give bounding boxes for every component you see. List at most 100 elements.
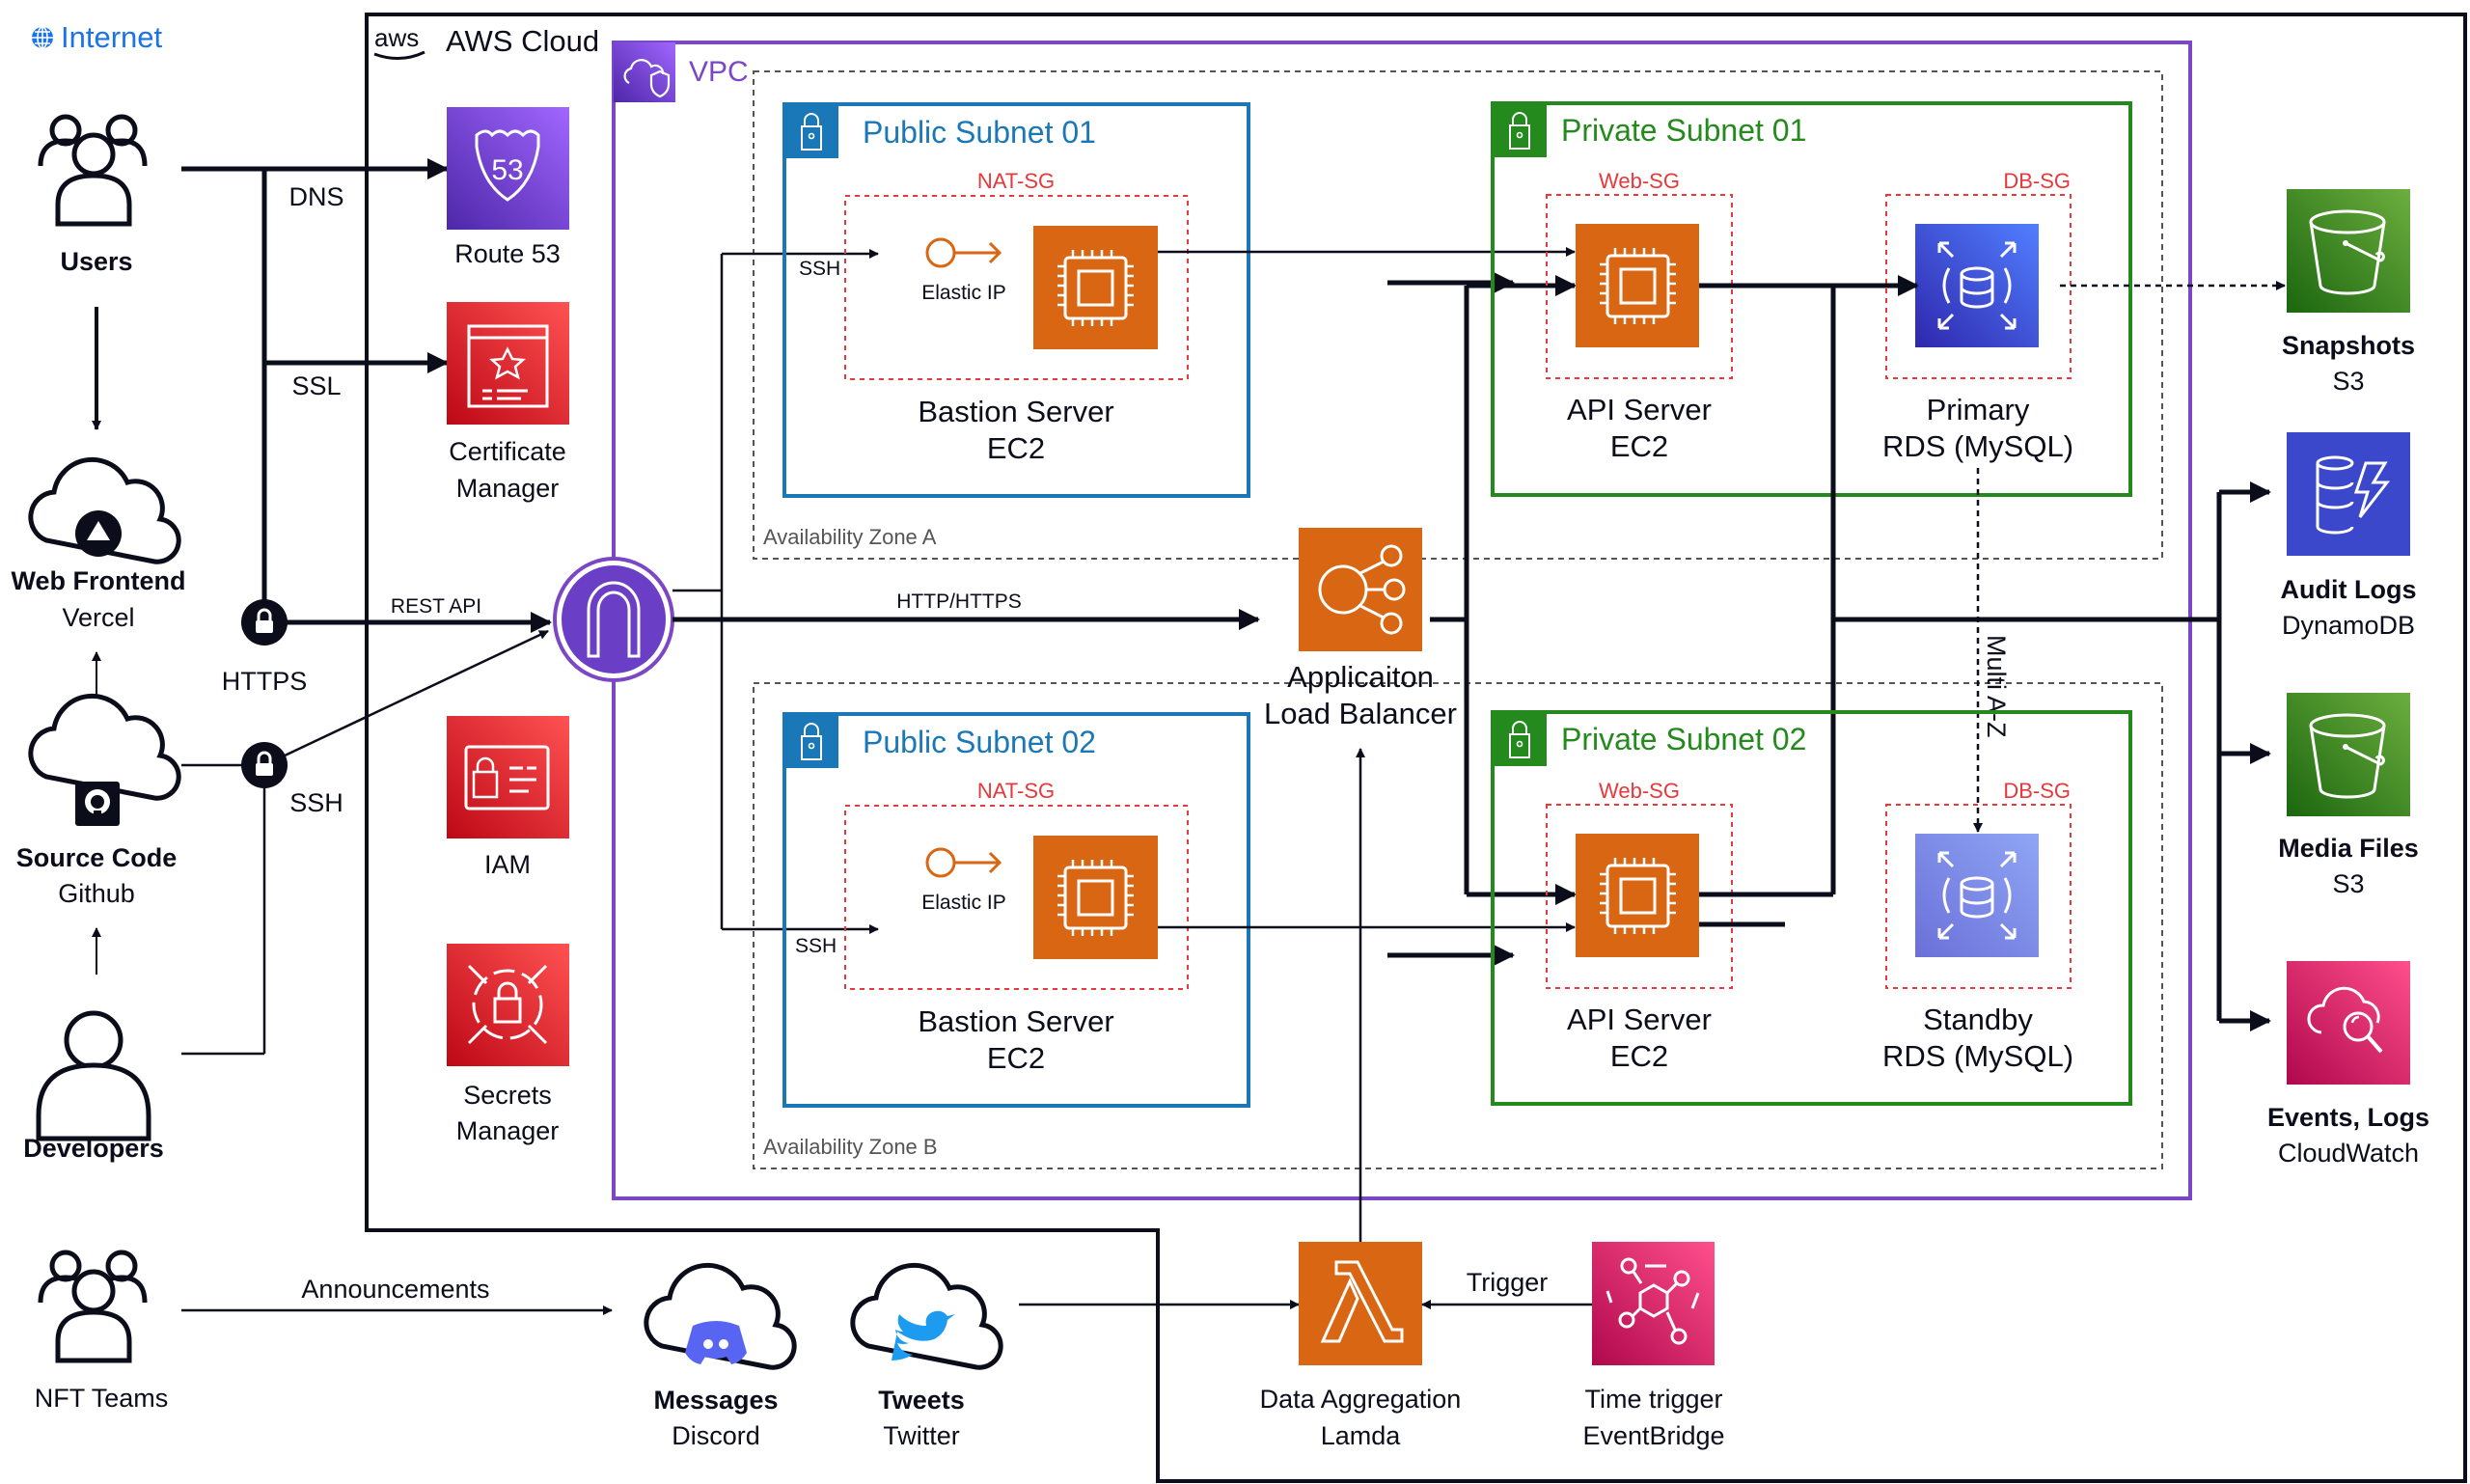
discord-title: Messages xyxy=(653,1386,778,1415)
twitter-cloud-icon xyxy=(850,1262,1003,1370)
bastion-a-type: EC2 xyxy=(987,431,1045,465)
audit-logs-title: Audit Logs xyxy=(2281,575,2417,604)
ssh-lock-icon xyxy=(241,742,288,788)
az-b-label: Availability Zone B xyxy=(763,1135,938,1159)
elastic-ip-icon xyxy=(925,237,1002,268)
route53-label: Route 53 xyxy=(454,239,561,268)
load-balancer-icon xyxy=(1299,528,1422,651)
cloudwatch-subtitle: CloudWatch xyxy=(2278,1139,2419,1168)
private-subnet-02 xyxy=(1491,710,2132,1106)
certificate-manager-title: Certificate xyxy=(449,437,566,466)
public-subnet-01-title: Public Subnet 01 xyxy=(863,115,1096,150)
web-frontend-subtitle: Vercel xyxy=(62,603,134,632)
web-frontend-title: Web Frontend xyxy=(12,566,186,595)
nft-teams-icon xyxy=(38,1250,148,1363)
globe-icon xyxy=(32,26,53,49)
source-code-subtitle: Github xyxy=(58,879,135,908)
rds-standby-icon xyxy=(1915,834,2039,957)
internet-gateway-icon xyxy=(553,557,674,682)
aws-cloud-boundary xyxy=(365,13,2467,1483)
ssh-to-igw-arrow xyxy=(263,629,549,767)
s3-snapshots-icon xyxy=(2287,189,2410,313)
eventbridge-title: Time trigger xyxy=(1584,1385,1722,1414)
rds-primary-icon xyxy=(1915,224,2039,347)
ssh-a-label: SSH xyxy=(799,258,840,280)
api-b-title: API Server xyxy=(1567,1003,1712,1036)
dynamodb-icon xyxy=(2287,432,2410,556)
nat-sg-a-label: NAT-SG xyxy=(977,169,1055,193)
elastic-ip-a-label: Elastic IP xyxy=(921,282,1006,304)
elastic-ip-icon xyxy=(925,847,1002,878)
certificate-manager-subtitle: Manager xyxy=(456,474,560,503)
web-sg-a-label: Web-SG xyxy=(1599,169,1680,193)
vpc-icon xyxy=(614,42,675,102)
announcements-label: Announcements xyxy=(301,1275,489,1304)
secrets-manager-icon xyxy=(447,944,569,1066)
aws-cloud-label: AWS Cloud xyxy=(446,24,599,58)
az-b-boundary xyxy=(753,682,2163,1169)
public-subnet-lock-icon xyxy=(784,104,838,158)
discord-subtitle: Discord xyxy=(672,1421,760,1450)
ssl-label: SSL xyxy=(291,371,341,400)
api-a-title: API Server xyxy=(1567,393,1712,426)
alb-title: Applicaiton xyxy=(1287,660,1434,694)
elastic-ip-b-label: Elastic IP xyxy=(921,892,1006,914)
developer-icon xyxy=(36,1010,151,1141)
cloudwatch-title: Events, Logs xyxy=(2267,1103,2429,1132)
certificate-manager-icon xyxy=(447,302,569,425)
rest-api-label: REST API xyxy=(391,595,481,618)
az-a-label: Availability Zone A xyxy=(763,525,937,549)
s3-media-icon xyxy=(2287,693,2410,816)
audit-logs-subtitle: DynamoDB xyxy=(2282,611,2415,640)
vercel-cloud-icon xyxy=(28,456,181,564)
media-files-title: Media Files xyxy=(2278,834,2419,863)
http-https-label: HTTP/HTTPS xyxy=(896,591,1022,613)
private-subnet-01 xyxy=(1491,101,2132,497)
private-subnet-01-title: Private Subnet 01 xyxy=(1561,113,1806,148)
nat-sg-a xyxy=(844,195,1189,380)
public-subnet-02-title: Public Subnet 02 xyxy=(863,725,1096,759)
iam-label: IAM xyxy=(484,850,531,879)
private-subnet-02-title: Private Subnet 02 xyxy=(1561,722,1806,756)
secrets-manager-title: Secrets xyxy=(463,1081,552,1110)
discord-cloud-icon xyxy=(644,1262,797,1370)
rds-standby-title: Standby xyxy=(1923,1003,2033,1036)
bastion-a-title: Bastion Server xyxy=(918,395,1113,428)
ec2-bastion-a-icon xyxy=(1033,226,1158,349)
ec2-api-a-icon xyxy=(1576,224,1699,347)
route53-icon: 53 xyxy=(447,107,569,230)
snapshots-subtitle: S3 xyxy=(2332,367,2364,396)
eventbridge-icon xyxy=(1592,1242,1715,1365)
az-a-boundary xyxy=(753,70,2163,560)
nft-teams-label: NFT Teams xyxy=(35,1384,169,1413)
ssh-dev-label: SSH xyxy=(289,788,343,817)
lambda-title: Data Aggregation xyxy=(1260,1385,1462,1414)
private-subnet-lock-icon xyxy=(1493,712,1547,766)
source-code-title: Source Code xyxy=(16,843,178,872)
alb-subtitle: Load Balancer xyxy=(1264,697,1457,730)
developers-label: Developers xyxy=(23,1134,164,1163)
media-files-subtitle: S3 xyxy=(2332,869,2364,898)
ec2-bastion-b-icon xyxy=(1033,836,1158,959)
ssh-b-label: SSH xyxy=(795,935,837,957)
twitter-title: Tweets xyxy=(878,1386,965,1415)
private-subnet-lock-icon xyxy=(1493,103,1547,157)
bastion-b-type: EC2 xyxy=(987,1041,1045,1075)
aws-logo: aws xyxy=(373,23,425,60)
public-subnet-lock-icon xyxy=(784,714,838,768)
bastion-b-title: Bastion Server xyxy=(918,1004,1113,1038)
vpc-label: VPC xyxy=(689,56,749,88)
public-subnet-02 xyxy=(782,712,1250,1108)
rds-primary-type: RDS (MySQL) xyxy=(1882,429,2073,463)
trigger-label: Trigger xyxy=(1467,1268,1549,1297)
ec2-api-b-icon xyxy=(1576,834,1699,957)
users-label: Users xyxy=(60,247,132,276)
rds-standby-type: RDS (MySQL) xyxy=(1882,1039,2073,1073)
svg-text:53: 53 xyxy=(491,154,523,186)
users-icon xyxy=(38,114,148,227)
lambda-subtitle: Lamda xyxy=(1321,1421,1402,1450)
eventbridge-subtitle: EventBridge xyxy=(1582,1421,1724,1450)
db-sg-a-label: DB-SG xyxy=(2003,169,2071,193)
twitter-subtitle: Twitter xyxy=(883,1421,960,1450)
